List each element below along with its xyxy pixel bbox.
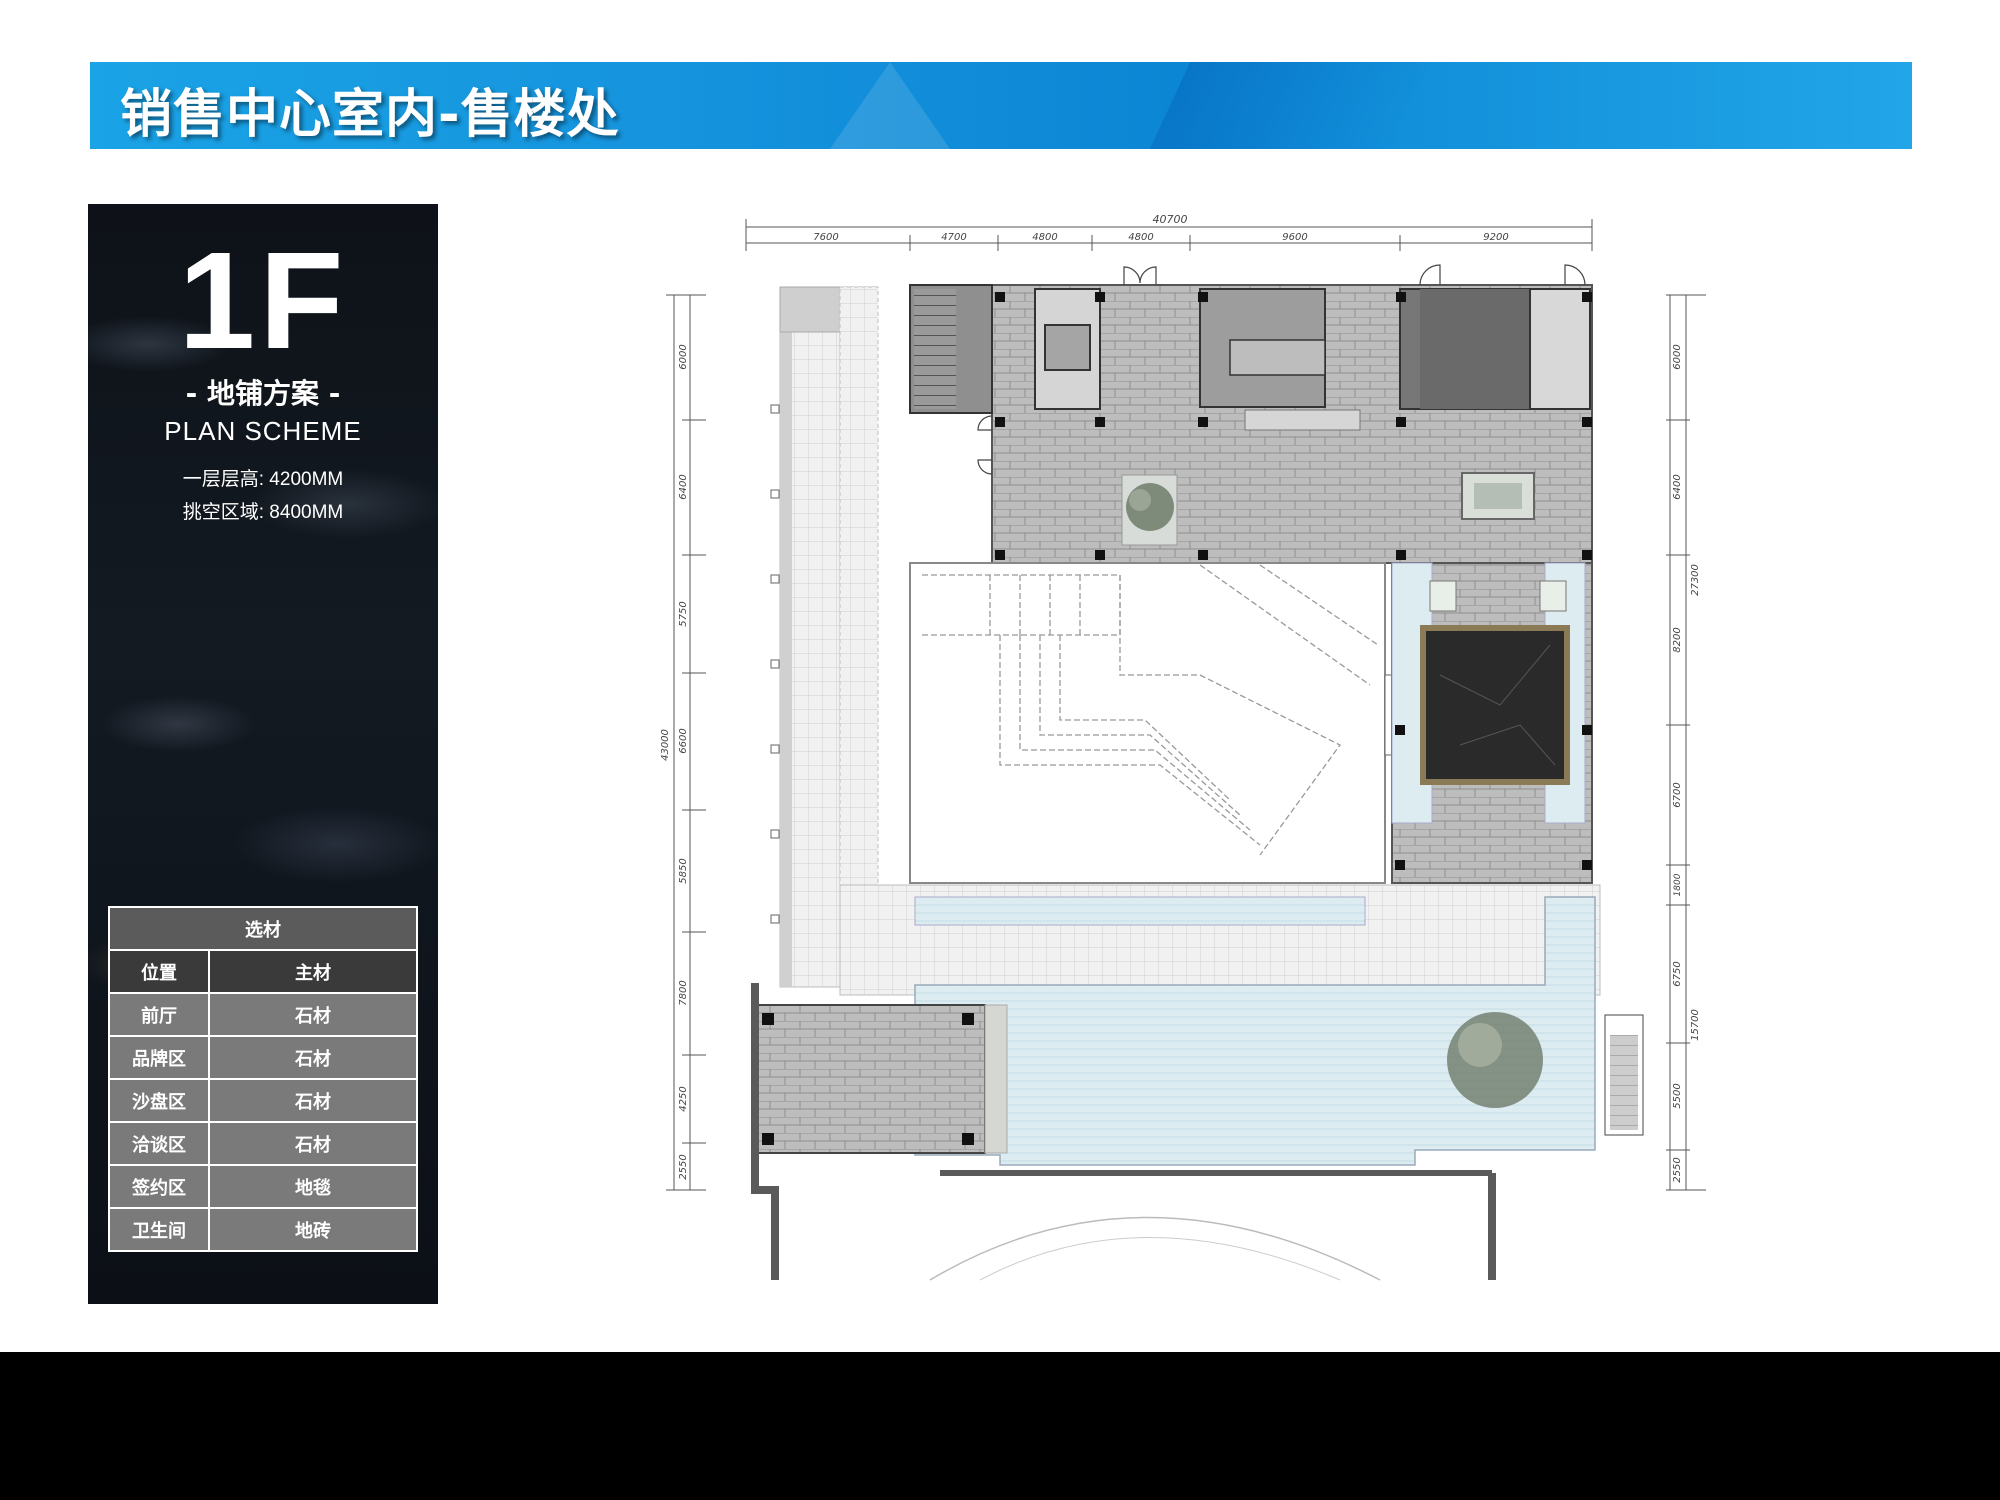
row-location: 品牌区 [108,1035,210,1080]
plaza-arc [929,1216,1381,1281]
terrace-markers [770,404,780,924]
page-title: 销售中心室内-售楼处 [120,85,620,145]
dim-top: 9200 [1483,232,1508,243]
table-row: 品牌区 石材 [108,1035,418,1080]
restroom-corridor [1244,409,1361,431]
floor-plan: 40700 7600 4700 4800 4800 9600 9200 4300… [660,213,1706,1281]
door-icons [977,264,1586,475]
row-material: 石材 [208,992,418,1037]
table-row: 洽谈区 石材 [108,1121,418,1166]
dim-total-top: 40700 [1153,213,1188,226]
material-table-title: 选材 [108,906,418,951]
row-location: 卫生间 [108,1207,210,1252]
floor-number: 1F [178,224,348,378]
banner-facet [830,62,950,149]
structural-columns [762,1013,974,1145]
structural-columns [1395,725,1592,870]
dim-left: 7800 [678,980,689,1005]
table-row: 卫生间 地砖 [108,1207,418,1252]
dim-top: 9600 [1282,232,1307,243]
row-material: 石材 [208,1078,418,1123]
reflecting-pool [914,896,1596,1166]
elevator-core [1044,324,1091,371]
dim-right: 6750 [1672,961,1683,986]
dim-top: 4800 [1128,232,1153,243]
atrium-ramps [922,564,1379,856]
dim-right: 6000 [1672,344,1683,369]
terrace-strip [780,287,792,987]
dim-left: 2550 [678,1154,689,1179]
dim-left: 6600 [678,728,689,753]
scheme-title-cn: - 地铺方案 - [185,377,341,410]
dim-top: 4800 [1032,232,1057,243]
dim-right: 6400 [1672,474,1683,499]
row-material: 石材 [208,1035,418,1080]
col-material-header: 主材 [208,949,418,994]
row-material: 地砖 [208,1207,418,1252]
dim-top: 7600 [813,232,838,243]
dim-right: 2550 [1672,1157,1683,1182]
stair-treads [914,289,956,409]
pavilion [754,1004,986,1154]
side-room [1529,288,1591,410]
sculpture-icon [1429,580,1457,612]
row-material: 石材 [208,1121,418,1166]
col-location-header: 位置 [108,949,210,994]
restroom-stalls [1229,339,1326,376]
row-location: 洽谈区 [108,1121,210,1166]
info-panel: 1F - 地铺方案 - PLAN SCHEME 一层层高: 4200MM 挑空区… [88,204,438,1304]
dim-left: 6000 [678,344,689,369]
dimension-top [745,219,1593,251]
row-location: 前厅 [108,992,210,1037]
title-banner: 销售中心室内-售楼处 [90,62,1912,149]
outer-walls [751,983,1496,1280]
dim-right: 5500 [1672,1083,1683,1108]
sculpture-icon [1539,580,1567,612]
dim-left: 5750 [678,601,689,626]
dim-right: 8200 [1672,627,1683,652]
row-material: 地毯 [208,1164,418,1209]
long-pool [914,896,1366,926]
office-carpet [1420,289,1530,409]
entry-path [839,286,879,988]
row-location: 沙盘区 [108,1078,210,1123]
footer-band [0,1352,2000,1500]
dim-total-left: 43000 [660,729,671,761]
table-row: 沙盘区 石材 [108,1078,418,1123]
row-location: 签约区 [108,1164,210,1209]
floor-height-spec: 一层层高: 4200MM [182,469,344,490]
structural-columns [995,292,1592,560]
dim-right: 1800 [1673,873,1683,896]
banner-facet [1149,62,1431,149]
dim-left: 4250 [678,1086,689,1111]
dim-top: 4700 [941,232,966,243]
pavilion-planter [984,1004,1008,1154]
table-row: 签约区 地毯 [108,1164,418,1209]
dim-left: 5850 [678,858,689,883]
dim-right-sub: 15700 [1690,1009,1701,1041]
dim-total-right: 27300 [1690,564,1701,596]
dim-left: 6400 [678,474,689,499]
table-row: 前厅 石材 [108,992,418,1037]
dimension-left [666,294,706,1191]
dim-right: 6700 [1672,782,1683,807]
void-area-spec: 挑空区域: 8400MM [182,502,344,523]
dimension-right [1666,294,1706,1191]
scheme-title-en: PLAN SCHEME [164,416,362,446]
material-table: 选材 位置 主材 前厅 石材 品牌区 石材 沙盘区 石材 洽谈区 石材 签约区 … [108,906,418,1252]
material-table-header: 位置 主材 [108,949,418,994]
